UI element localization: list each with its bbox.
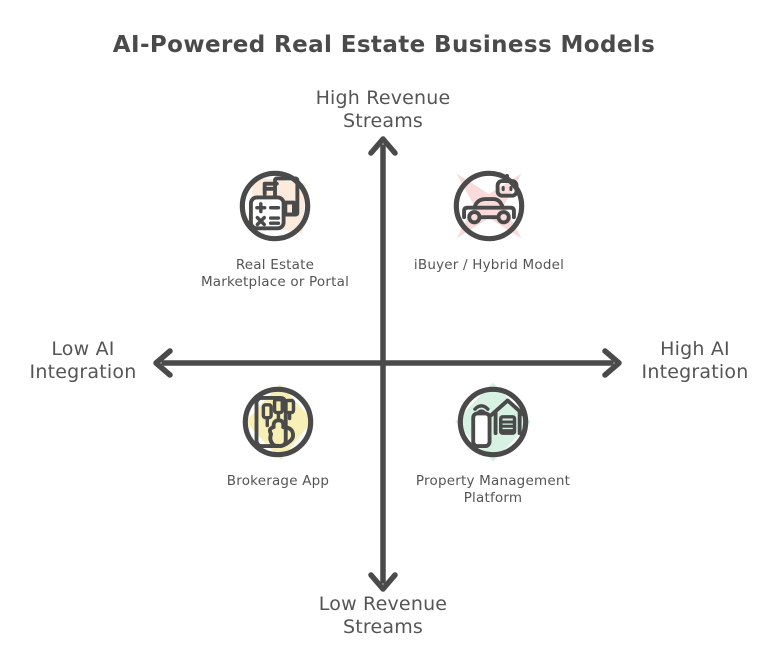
- axis-label-high-revenue: High Revenue Streams: [315, 87, 451, 132]
- calculator-glyph: [248, 195, 286, 231]
- trading-app-hand-icon: [242, 384, 314, 460]
- calculator-document-icon: [239, 170, 311, 242]
- smartphone-house-icon: [455, 382, 531, 462]
- smartphone-wifi-glyph: [471, 404, 492, 449]
- robot-car-icon: [453, 170, 525, 242]
- arrow-down-icon: [368, 572, 398, 592]
- quadrant-label: Property Management Platform: [415, 473, 571, 506]
- hand-cursor-glyph: [267, 418, 295, 448]
- icon-ring: [457, 386, 529, 458]
- arrow-right-icon: [602, 348, 622, 378]
- quadrant-label: Brokerage App: [226, 473, 330, 489]
- house-garage-glyph: [489, 398, 526, 436]
- arrow-left-icon: [153, 348, 173, 378]
- robot-head-glyph: [495, 173, 519, 198]
- quadrant-label: Real Estate Marketplace or Portal: [200, 257, 350, 290]
- car-glyph: [462, 197, 516, 225]
- quadrant-top-left: Real Estate Marketplace or Portal: [175, 163, 375, 291]
- page-title: AI-Powered Real Estate Business Models: [112, 32, 656, 58]
- icon-ring: [242, 386, 314, 458]
- quadrant-bottom-left: Brokerage App: [178, 379, 378, 490]
- axis-label-low-revenue: Low Revenue Streams: [318, 593, 448, 638]
- icon-ring: [239, 170, 311, 242]
- tablet-chart-glyph: [254, 395, 296, 449]
- quadrant-top-right: iBuyer / Hybrid Model: [389, 163, 589, 274]
- quadrant-bottom-right: Property Management Platform: [393, 379, 593, 507]
- quadrant-label: iBuyer / Hybrid Model: [413, 257, 565, 273]
- axis-label-low-ai: Low AI Integration: [29, 338, 137, 383]
- icon-ring: [453, 170, 525, 242]
- axis-label-high-ai: High AI Integration: [641, 338, 749, 383]
- arrow-up-icon: [368, 136, 398, 156]
